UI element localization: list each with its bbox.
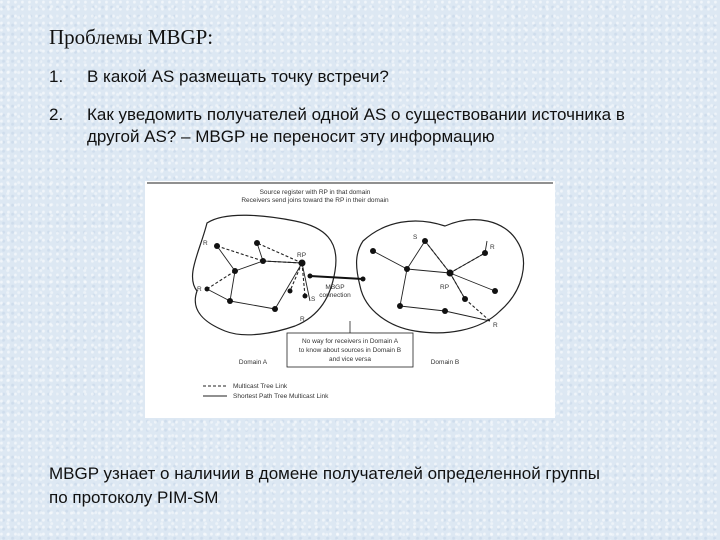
- slide-title: Проблемы MBGP:: [49, 25, 214, 49]
- node-label-rp: RP: [440, 284, 449, 291]
- domain-b-label: Domain B: [431, 359, 460, 366]
- node-label-r: R: [493, 322, 498, 329]
- node-label-r: R: [203, 240, 208, 247]
- node-label-s: S: [413, 234, 418, 241]
- mbgp-label-line2: connection: [319, 292, 351, 299]
- list-item-text: В какой AS размещать точку встречи?: [87, 67, 389, 86]
- node-label-r: R: [490, 244, 495, 251]
- note-line3: and vice versa: [329, 356, 371, 363]
- domain-a-cloud: [192, 214, 337, 336]
- domain-b-cloud: [356, 219, 525, 334]
- list-item-2: 2. Как уведомить получателей одной AS о …: [49, 104, 669, 148]
- diagram-svg: Source register with RP in that domain R…: [147, 182, 553, 400]
- note-box: [286, 332, 414, 368]
- node-label-rp: RP: [297, 252, 306, 259]
- note-line2: to know about sources in Domain B: [299, 347, 401, 354]
- legend-dashed-label: Multicast Tree Link: [233, 383, 288, 390]
- note-line1: No way for receivers in Domain A: [302, 338, 399, 345]
- domain-a-links: [206, 242, 311, 310]
- domain-a-label: Domain A: [239, 359, 268, 366]
- mbgp-label-line1: MBGP: [325, 284, 344, 291]
- summary-text: MBGP узнает о наличии в домене получател…: [49, 464, 601, 507]
- domain-a-tree: [206, 242, 306, 297]
- list-item-1: 1. В какой AS размещать точку встречи?: [49, 66, 669, 88]
- mbgp-connection-line: [309, 275, 364, 280]
- diagram-title-line2: Receivers send joins toward the RP in th…: [241, 197, 389, 204]
- diagram-title-line1: Source register with RP in that domain: [260, 189, 371, 196]
- domain-a-routers: [204, 240, 313, 312]
- domain-b-tree: [424, 240, 491, 322]
- node-label-r: R: [197, 286, 202, 293]
- mbgp-network-diagram: Source register with RP in that domain R…: [145, 181, 555, 418]
- domain-b-routers: [360, 238, 498, 314]
- list-item-text: Как уведомить получателей одной AS о сущ…: [87, 105, 625, 146]
- legend-solid-label: Shortest Path Tree Multicast Link: [233, 393, 329, 400]
- list-item-number: 1.: [49, 67, 64, 86]
- node-label-r: R: [300, 316, 305, 323]
- node-label-s: S: [311, 296, 316, 303]
- list-item-number: 2.: [49, 105, 64, 124]
